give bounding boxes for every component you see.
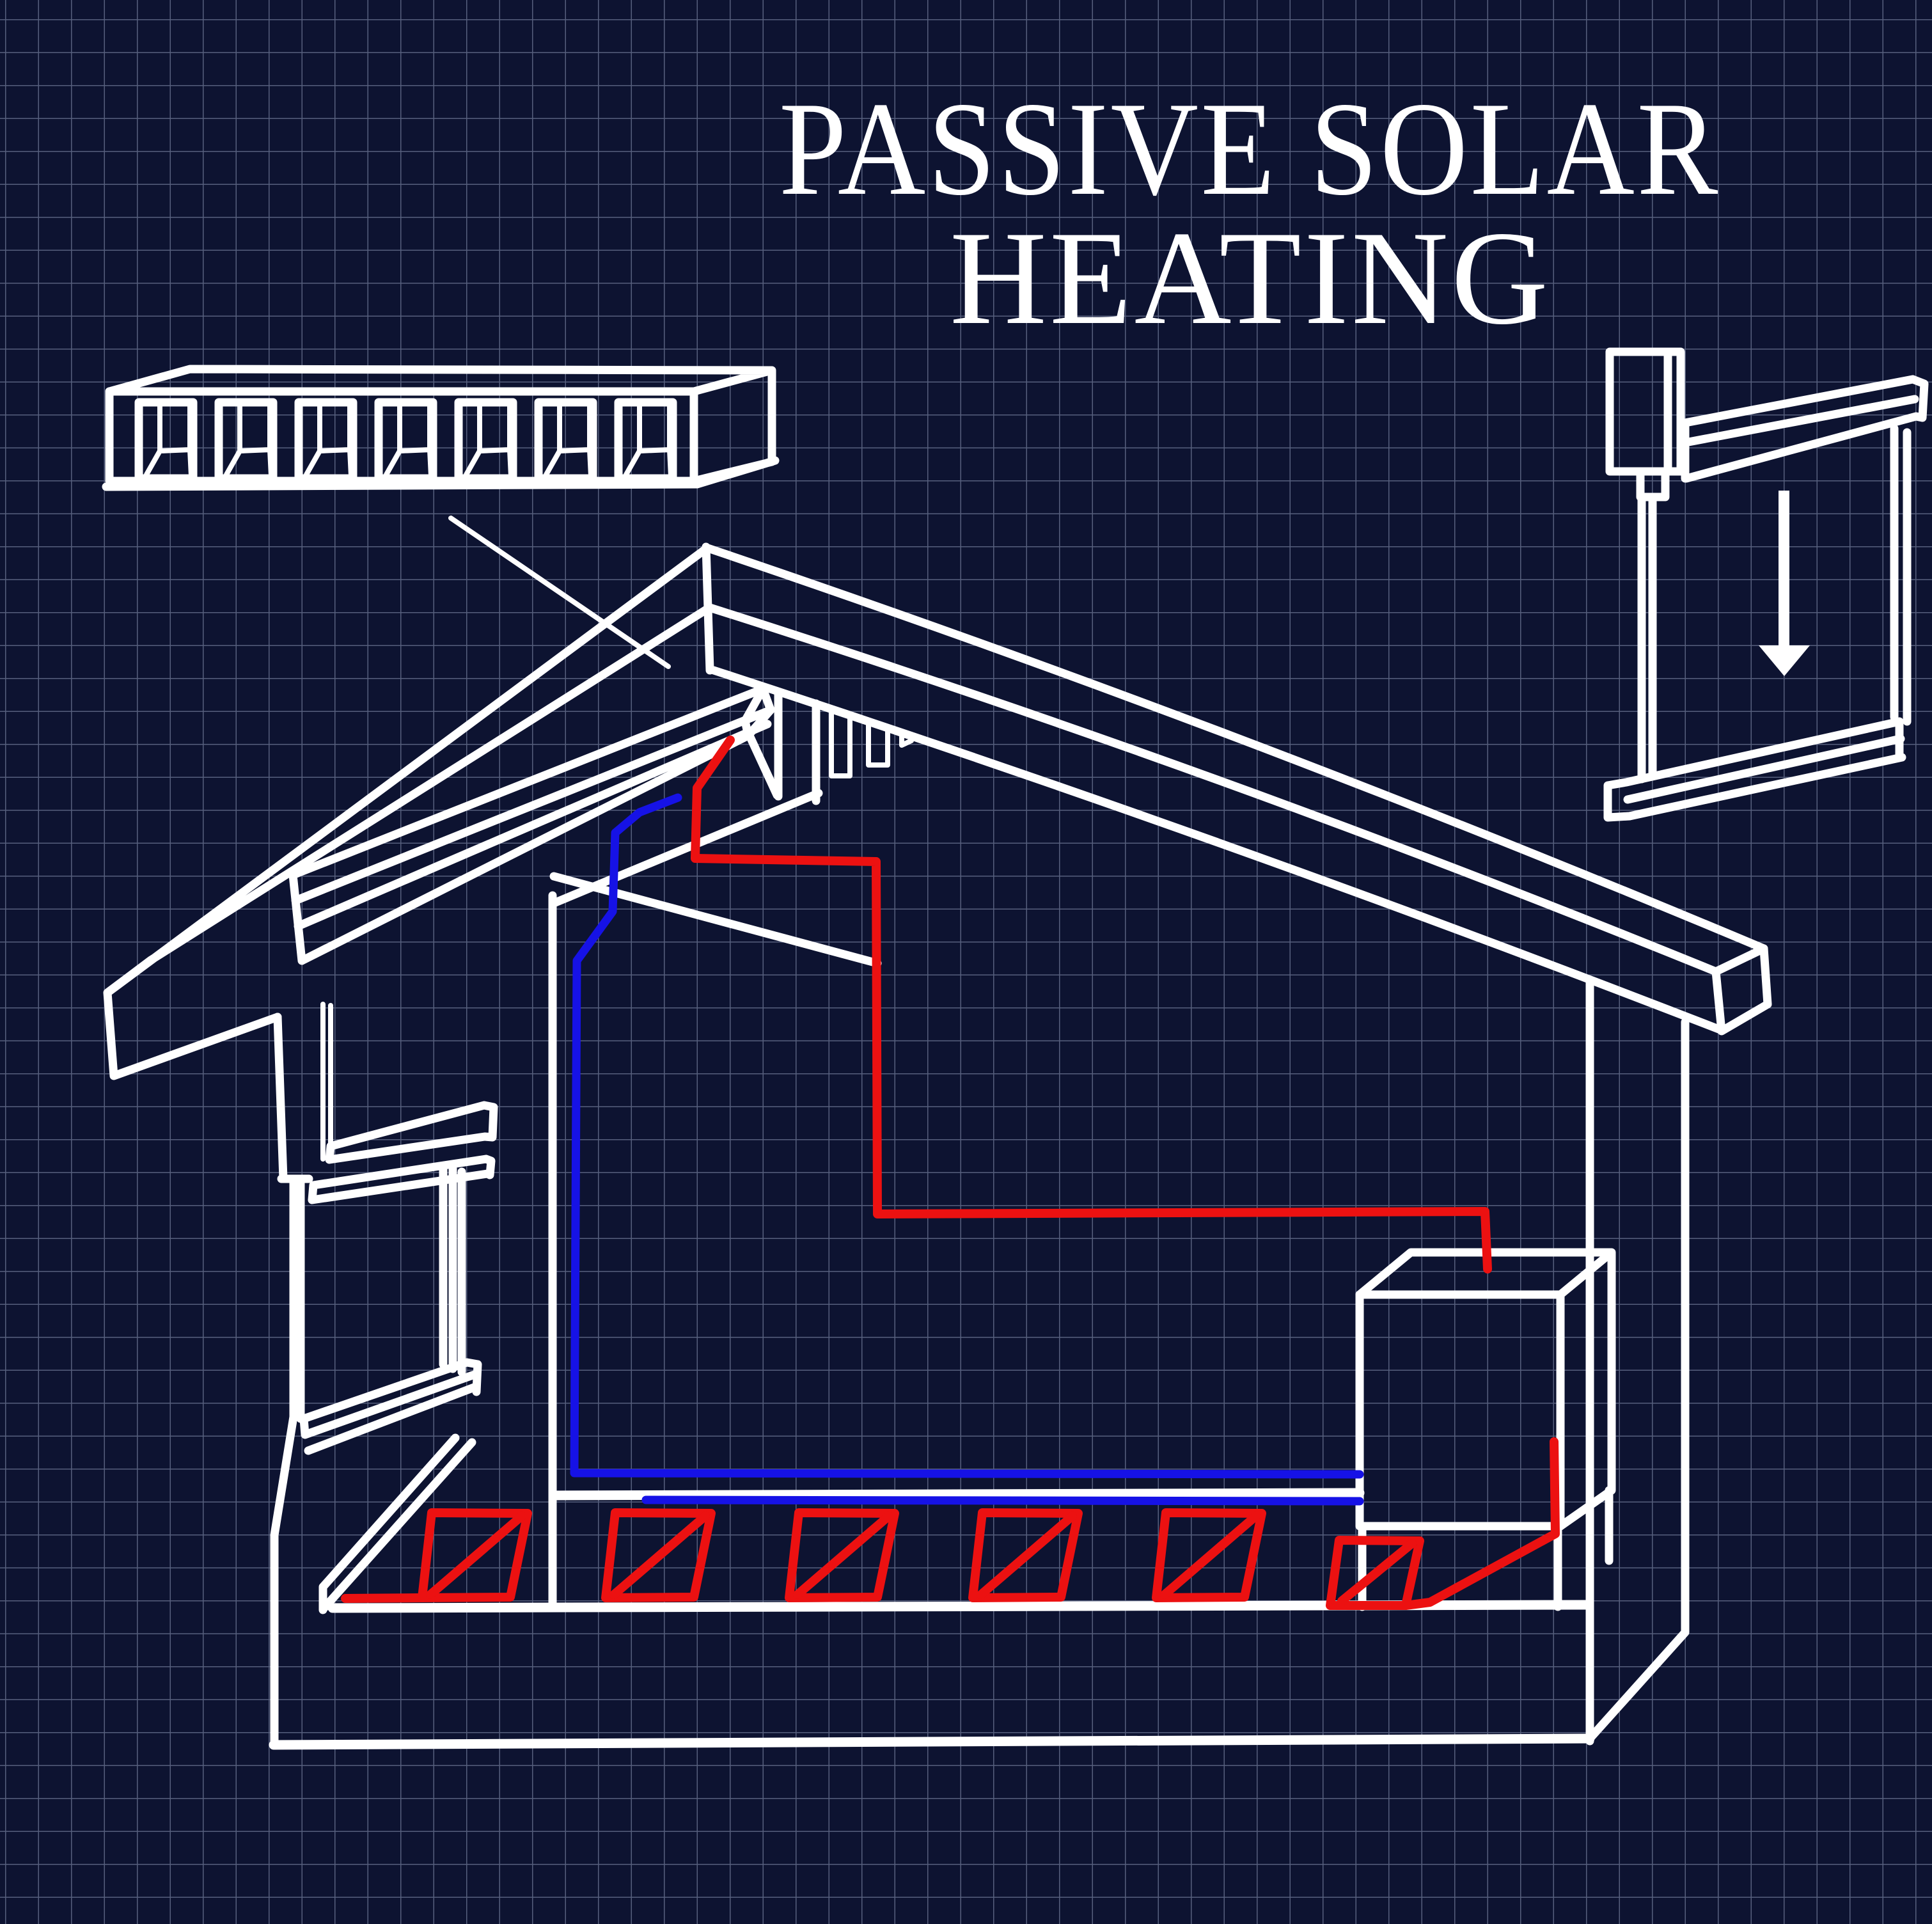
collector-panel-lines	[288, 684, 775, 965]
collector-slots	[134, 398, 677, 483]
rooftop-collector-panel	[288, 684, 781, 965]
detail-sill-beam	[1603, 717, 1906, 822]
left-wall-window	[270, 1002, 498, 1749]
down-arrow-icon	[1759, 491, 1810, 676]
beam-top-back-edge	[702, 543, 1768, 953]
right-wall-and-base	[269, 978, 1690, 1750]
cold-pipe-return	[570, 793, 1364, 1479]
coil-loops	[418, 1508, 1424, 1610]
right-wall-outer-edge	[1585, 1018, 1690, 1743]
left-wall-edge	[270, 1013, 313, 1749]
base-bottom-edge	[269, 1733, 1595, 1750]
beam-left-end-cap	[702, 542, 714, 675]
hot-pipe-tank-to-floor	[1401, 1437, 1560, 1610]
detail-duct-box	[1605, 347, 1685, 501]
window-header-lower	[308, 1155, 496, 1204]
roof-rake-and-eave	[103, 544, 712, 1080]
window-header-upper	[325, 1101, 498, 1164]
cold-water-pipe	[570, 793, 1364, 1506]
window-sill	[299, 1358, 482, 1455]
collector-panel-end-cap	[741, 684, 781, 800]
house-cross-section	[103, 542, 1772, 1750]
title-line-2: HEATING	[950, 204, 1551, 352]
left-wall-interior-lines	[320, 1002, 333, 1162]
beam-top-front-edge	[705, 603, 1720, 976]
left-roof	[103, 544, 781, 1080]
window-vent-detail	[1603, 347, 1929, 822]
title-line-1: PASSIVE SOLAR	[779, 75, 1720, 223]
vent-wall-edges	[774, 688, 821, 805]
ridge-vent	[774, 688, 914, 805]
beam-bottom-edge	[709, 666, 1725, 1034]
window-sill-brace	[318, 1433, 476, 1614]
collector-3d-edges	[102, 365, 780, 491]
title: PASSIVE SOLAR HEATING	[779, 75, 1720, 352]
cold-pipe-lower-run	[641, 1495, 1364, 1506]
beam-right-end-cap	[1711, 944, 1772, 1036]
coil-loop-inner-lines	[426, 1511, 1417, 1605]
floor-back-line	[549, 1488, 1365, 1501]
window-right-jamb	[439, 1162, 466, 1376]
hot-pipe-collector-to-tank	[691, 736, 1492, 1273]
hot-water-pipe	[691, 736, 1560, 1610]
vent-slats	[829, 706, 914, 778]
detail-left-jamb	[1637, 493, 1657, 784]
detail-lintel-beam	[1681, 375, 1929, 483]
leader-line	[448, 516, 671, 669]
interior-cutaway	[327, 789, 1592, 1613]
collector-slot-depth-lines	[144, 401, 673, 478]
detail-right-jamb	[1890, 424, 1912, 726]
ridge-beam	[702, 542, 1772, 1036]
solar-collector-detail	[102, 365, 780, 669]
floor-heating-coil	[341, 1508, 1424, 1610]
ceiling-line-right	[549, 872, 882, 968]
